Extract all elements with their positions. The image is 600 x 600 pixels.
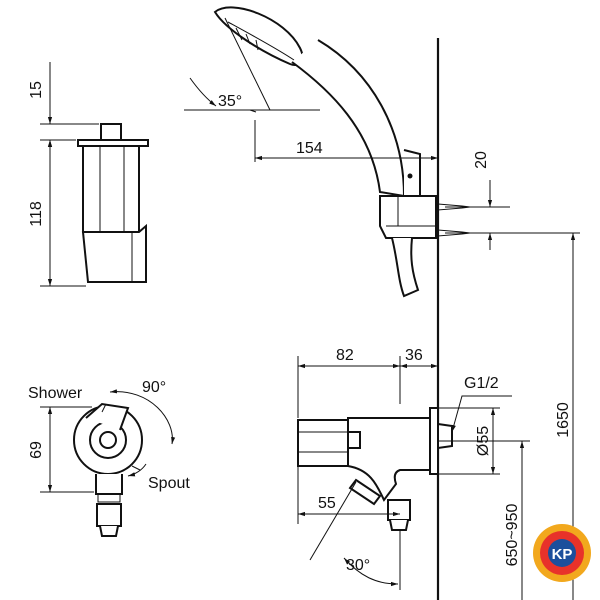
kp-logo: KP	[533, 524, 591, 582]
dim-body-depth: 36	[405, 347, 423, 364]
label-shower: Shower	[28, 385, 83, 402]
dim-install-range: 650~950	[504, 504, 521, 567]
dim-lever-height: 69	[28, 441, 45, 459]
label-spout: Spout	[148, 475, 190, 492]
dim-reach: 154	[296, 140, 323, 157]
dim-body-length: 82	[336, 347, 354, 364]
dim-lever-rotation: 90°	[142, 379, 166, 396]
dim-hook-gap: 20	[473, 151, 490, 169]
dim-spout-angle: 30°	[346, 557, 370, 574]
mixer-front-view	[73, 402, 143, 537]
dim-hook-top: 15	[28, 81, 45, 99]
hand-shower	[213, 6, 471, 298]
dim-head-angle: 35°	[218, 93, 242, 110]
hook-side-view	[40, 62, 149, 287]
svg-text:KP: KP	[552, 546, 573, 563]
dim-thread: G1/2	[464, 375, 499, 392]
dim-spout-offset: 55	[318, 495, 336, 512]
dim-total-height: 1650	[555, 402, 572, 438]
dim-hook-height: 118	[28, 201, 45, 227]
